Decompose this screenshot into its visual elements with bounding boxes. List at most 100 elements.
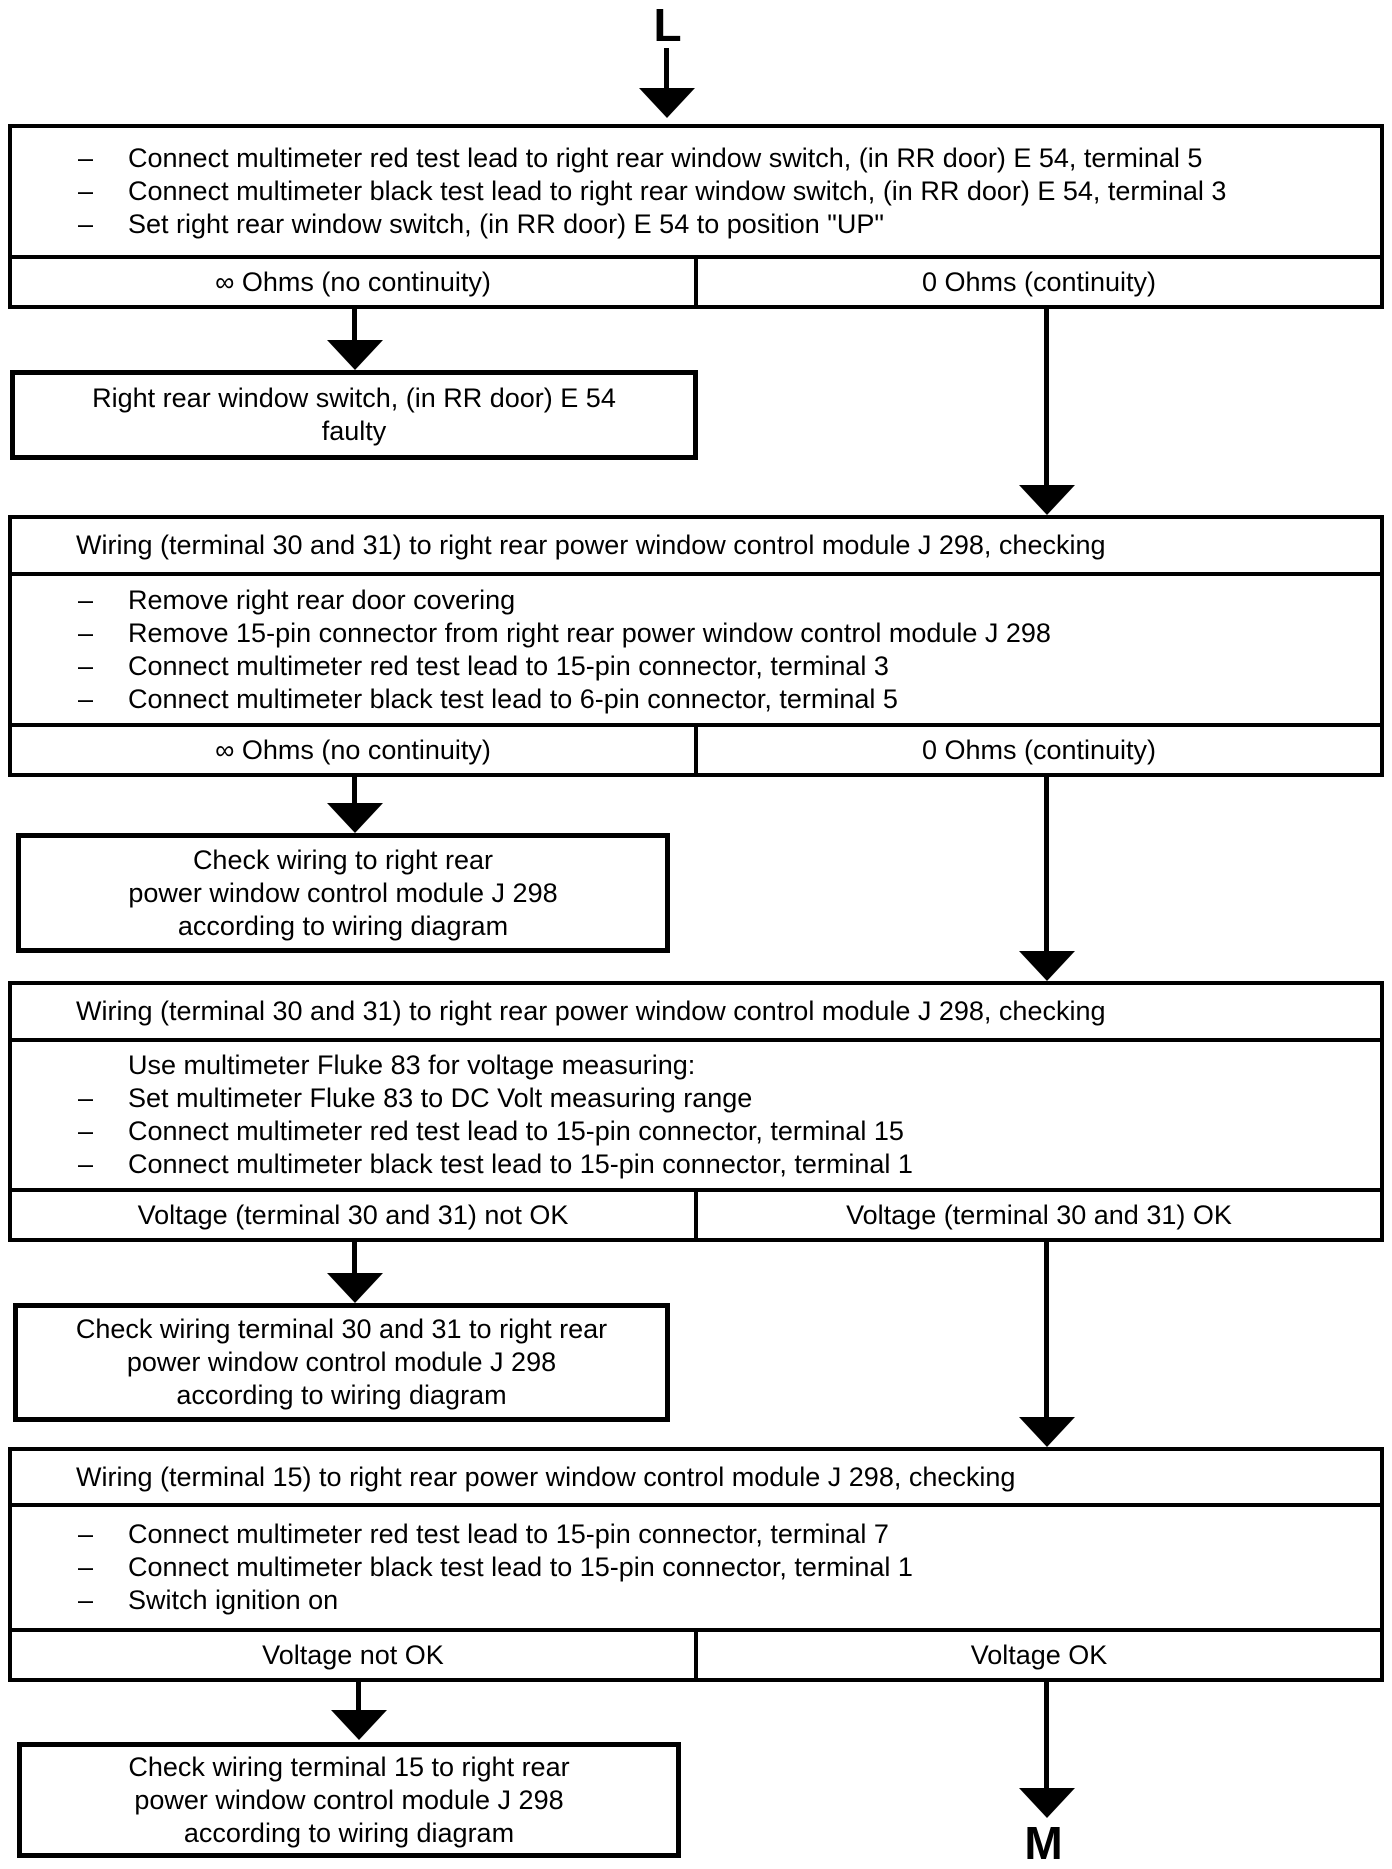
bullet-line: – Connect multimeter red test lead to ri… [78, 142, 1366, 175]
arrowhead-icon [1019, 485, 1075, 515]
fault-line: power window control module J 298 [134, 1784, 564, 1815]
bullet-line: – Connect multimeter red test lead to 15… [78, 1115, 1366, 1148]
bullet-line: – Set right rear window switch, (in RR d… [78, 208, 1366, 241]
branch-line-left [352, 1242, 357, 1275]
test-step-3-box: Wiring (terminal 30 and 31) to right rea… [8, 981, 1384, 1242]
fault-line: Check wiring terminal 15 to right rear [128, 1751, 570, 1782]
fault-line: according to wiring diagram [177, 910, 509, 941]
fault-box-switch-faulty: Right rear window switch, (in RR door) E… [10, 370, 698, 460]
bullet-text: Connect multimeter red test lead to 15-p… [128, 1116, 904, 1146]
bullet-line: – Remove right rear door covering [78, 584, 1366, 617]
entry-arrow-line [664, 48, 669, 90]
branch-line-left [356, 1682, 361, 1712]
bullet-text: Connect multimeter red test lead to 15-p… [128, 1519, 889, 1549]
branch-line-left [352, 309, 357, 342]
dash-spacer [78, 1049, 128, 1082]
fault-line: Check wiring terminal 30 and 31 to right… [75, 1314, 608, 1344]
test-step-1-instructions: – Connect multimeter red test lead to ri… [12, 128, 1380, 255]
test-step-1-box: – Connect multimeter red test lead to ri… [8, 124, 1384, 309]
fault-line: faulty [321, 416, 387, 446]
dash-marker: – [78, 1519, 94, 1549]
fault-line: Right rear window switch, (in RR door) E… [92, 383, 616, 413]
outcome-row: ∞ Ohms (no continuity) 0 Ohms (continuit… [12, 255, 1380, 305]
bullet-line: – Connect multimeter red test lead to 15… [78, 1518, 1366, 1551]
intro-text: Use multimeter Fluke 83 for voltage meas… [128, 1050, 696, 1080]
bullet-line: – Set multimeter Fluke 83 to DC Volt mea… [78, 1082, 1366, 1115]
test-step-2-instructions: – Remove right rear door covering – Remo… [12, 576, 1380, 723]
outcome-row: Voltage (terminal 30 and 31) not OK Volt… [12, 1188, 1380, 1238]
branch-line-right [1044, 1682, 1049, 1790]
test-step-2-box: Wiring (terminal 30 and 31) to right rea… [8, 515, 1384, 777]
bullet-line: – Switch ignition on [78, 1584, 1366, 1617]
dash-marker: – [78, 1552, 94, 1582]
outcome-voltage-not-ok: Voltage not OK [262, 1639, 444, 1670]
arrowhead-icon [1019, 951, 1075, 981]
dash-marker: – [78, 1149, 94, 1179]
bullet-text: Connect multimeter black test lead to 15… [128, 1552, 913, 1582]
dash-marker: – [78, 1083, 94, 1113]
branch-line-right [1044, 309, 1049, 487]
bullet-text: Connect multimeter black test lead to ri… [128, 176, 1227, 206]
bullet-text: Set multimeter Fluke 83 to DC Volt measu… [128, 1083, 753, 1113]
bullet-line: – Remove 15-pin connector from right rea… [78, 617, 1366, 650]
bullet-text: Connect multimeter red test lead to righ… [128, 143, 1203, 173]
arrowhead-icon [327, 340, 383, 370]
intro-line: Use multimeter Fluke 83 for voltage meas… [78, 1049, 1366, 1082]
dash-marker: – [78, 1585, 94, 1615]
exit-connector-label: M [1024, 1817, 1064, 1869]
bullet-text: Connect multimeter black test lead to 6-… [128, 683, 898, 714]
branch-line-left [352, 777, 357, 805]
fault-line: power window control module J 298 [128, 877, 558, 908]
outcome-continuity: 0 Ohms (continuity) [694, 727, 1380, 773]
dash-marker: – [78, 1116, 94, 1146]
outcome-no-continuity: ∞ Ohms (no continuity) [215, 734, 491, 765]
branch-line-right [1044, 777, 1049, 953]
bullet-text: Set right rear window switch, (in RR doo… [128, 209, 884, 239]
outcome-row: ∞ Ohms (no continuity) 0 Ohms (continuit… [12, 723, 1380, 773]
fault-line: Check wiring to right rear [192, 844, 494, 875]
arrowhead-icon [1019, 1417, 1075, 1447]
outcome-no-continuity: ∞ Ohms (no continuity) [215, 266, 491, 297]
fault-line: according to wiring diagram [176, 1380, 507, 1410]
outcome-voltage-not-ok: Voltage (terminal 30 and 31) not OK [137, 1199, 569, 1230]
dash-marker: – [78, 209, 94, 239]
fault-box-check-wiring: Check wiring to right rear power window … [16, 833, 670, 953]
dash-marker: – [78, 584, 94, 615]
entry-connector-label: L [653, 0, 683, 51]
outcome-row: Voltage not OK Voltage OK [12, 1628, 1380, 1678]
outcome-voltage-ok: Voltage OK [694, 1632, 1380, 1678]
fault-box-check-wiring-30-31: Check wiring terminal 30 and 31 to right… [13, 1303, 670, 1422]
dash-marker: – [78, 650, 94, 681]
bullet-line: – Connect multimeter black test lead to … [78, 1551, 1366, 1584]
bullet-line: – Connect multimeter black test lead to … [78, 1148, 1366, 1181]
bullet-text: Remove 15-pin connector from right rear … [128, 617, 1051, 648]
dash-marker: – [78, 176, 94, 206]
outcome-voltage-ok: Voltage (terminal 30 and 31) OK [694, 1192, 1380, 1238]
branch-line-right [1044, 1242, 1049, 1419]
fault-box-check-wiring-15: Check wiring terminal 15 to right rear p… [17, 1742, 681, 1858]
arrowhead-icon [1019, 1788, 1075, 1818]
fault-line: power window control module J 298 [126, 1347, 557, 1377]
bullet-text: Connect multimeter red test lead to 15-p… [128, 650, 889, 681]
dash-marker: – [78, 683, 94, 714]
entry-arrowhead-icon [639, 88, 695, 118]
arrowhead-icon [327, 803, 383, 833]
bullet-line: – Connect multimeter black test lead to … [78, 683, 1366, 716]
test-step-3-instructions: Use multimeter Fluke 83 for voltage meas… [12, 1042, 1380, 1188]
test-step-4-title: Wiring (terminal 15) to right rear power… [12, 1451, 1380, 1507]
bullet-text: Switch ignition on [128, 1585, 339, 1615]
arrowhead-icon [327, 1273, 383, 1303]
dash-marker: – [78, 143, 94, 173]
fault-line: according to wiring diagram [183, 1817, 515, 1848]
test-step-2-title: Wiring (terminal 30 and 31) to right rea… [12, 519, 1380, 576]
test-step-4-box: Wiring (terminal 15) to right rear power… [8, 1447, 1384, 1682]
bullet-text: Remove right rear door covering [128, 584, 516, 615]
bullet-line: – Connect multimeter black test lead to … [78, 175, 1366, 208]
arrowhead-icon [331, 1710, 387, 1740]
outcome-continuity: 0 Ohms (continuity) [694, 259, 1380, 305]
test-step-4-instructions: – Connect multimeter red test lead to 15… [12, 1507, 1380, 1628]
bullet-line: – Connect multimeter red test lead to 15… [78, 650, 1366, 683]
test-step-3-title: Wiring (terminal 30 and 31) to right rea… [12, 985, 1380, 1042]
bullet-text: Connect multimeter black test lead to 15… [128, 1149, 913, 1179]
